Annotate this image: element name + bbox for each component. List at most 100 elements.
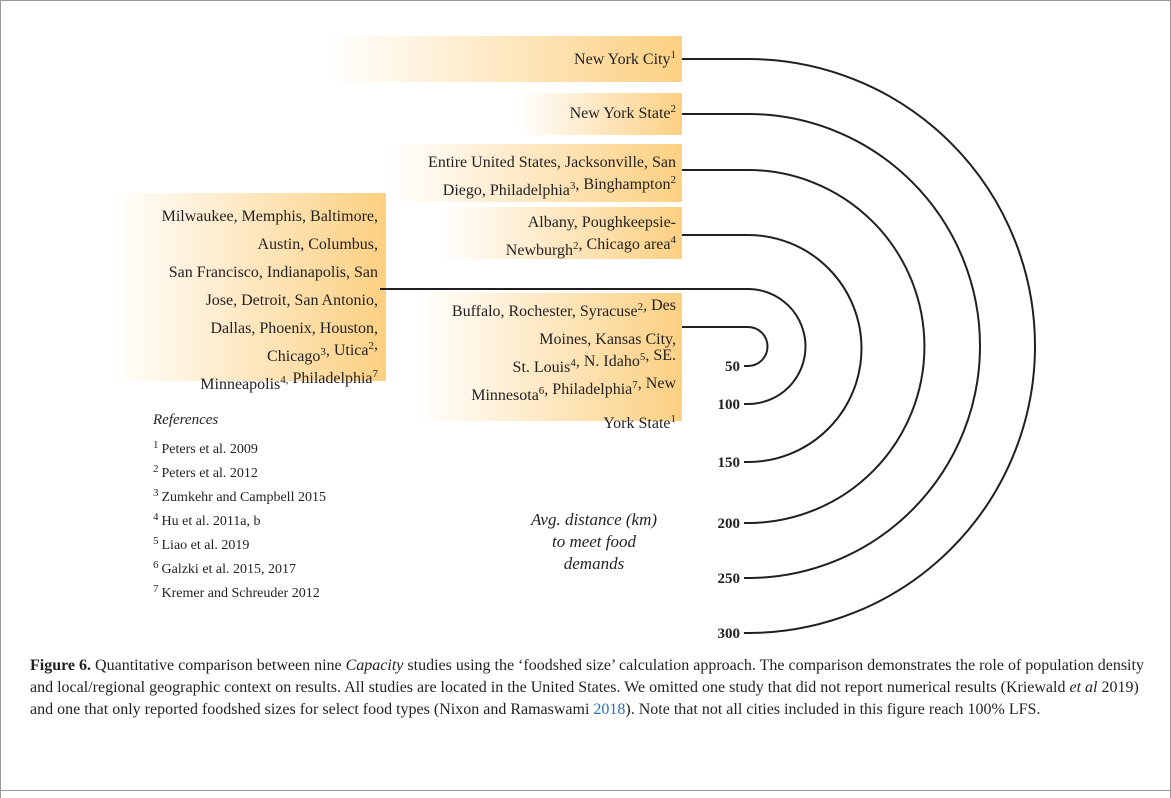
label-segment: , Philadelphia [544,381,632,398]
study-label-line: Newburgh2, Chicago area4 [506,234,677,259]
superscript-ref: 2 [638,301,644,313]
study-label-line: Moines, Kansas City, [539,331,676,348]
axis-note-line: demands [564,554,625,573]
caption-italic-etal: et al [1069,679,1098,696]
study-label-line: Buffalo, Rochester, Syracuse2, Des [452,297,676,320]
label-segment: Jose, Detroit, San Antonio, [206,292,378,309]
label-segment: Milwaukee, Memphis, Baltimore, [162,208,378,225]
superscript-ref: 2 [573,240,579,252]
reference-number: 5 [153,535,159,547]
superscript-ref: 3 [570,180,576,192]
figure-frame-top [0,0,1171,1]
study-label-line: York State1 [603,413,676,432]
study-box [418,293,682,421]
study-label-line: Jose, Detroit, San Antonio, [206,292,378,309]
label-segment: York State [603,415,670,432]
superscript-ref: 4, [280,374,289,386]
label-segment: Buffalo, Rochester, Syracuse [452,303,638,320]
superscript-ref: 3 [320,346,326,358]
references-title: References [153,412,219,428]
label-segment: Albany, Poughkeepsie- [528,214,676,231]
label-segment: Entire United States, Jacksonville, San [428,154,676,171]
study-label-line: Diego, Philadelphia3, Binghampton2 [443,174,676,199]
distance-curve [682,169,926,524]
distance-curve [682,113,981,579]
superscript-ref: 2 [671,103,677,115]
distance-label: 200 [718,516,741,532]
distance-label: 300 [718,626,741,642]
distance-label: 250 [718,571,741,587]
reference-number: 2 [153,463,159,475]
label-segment: , Utica [326,342,369,359]
label-segment: , Binghampton [575,176,670,193]
distance-label: 100 [718,397,741,413]
study-box [388,144,682,202]
superscript-ref: 6 [539,385,545,397]
reference-text: Hu et al. 2011a, b [161,514,261,529]
distance-curve [682,234,863,463]
label-segment: San Francisco, Indianapolis, San [169,264,378,281]
reference-text: Kremer and Schreuder 2012 [161,586,320,601]
reference-text: Galzki et al. 2015, 2017 [161,562,297,577]
study-box [438,207,682,259]
study-label-line: New York City1 [574,49,676,68]
label-segment: , New [638,375,677,392]
study-label-line: Milwaukee, Memphis, Baltimore, [162,208,378,225]
study-label-line: San Francisco, Indianapolis, San [169,264,378,281]
caption-italic-capacity: Capacity [345,657,404,674]
label-segment: , Des [643,297,676,314]
reference-number: 7 [153,583,159,595]
study-label-line: St. Louis4, N. Idaho5, SE. [513,347,676,376]
study-label-line: Minnesota6, Philadelphia7, New [471,375,676,404]
axis-note-line: to meet food [552,532,637,551]
study-label-line: Entire United States, Jacksonville, San [428,154,676,171]
distance-curve [380,288,807,405]
study-label-line: Dallas, Phoenix, Houston, [210,320,378,337]
superscript-ref: 4 [671,234,677,246]
study-box [330,36,682,82]
label-segment: St. Louis [513,359,571,376]
reference-number: 1 [153,439,159,451]
study-label-boxes [112,36,682,421]
reference-text: Peters et al. 2012 [161,466,258,481]
superscript-ref: 7 [373,368,379,380]
label-segment: Moines, Kansas City, [539,331,676,348]
caption-text: ). Note that not all cities included in … [625,701,1041,718]
reference-number: 3 [153,487,159,499]
superscript-ref: 1 [671,413,677,425]
reference-number: 4 [153,511,159,523]
superscript-ref: 2 [369,340,375,352]
label-segment: Minneapolis [200,376,280,393]
figure-frame-bottom [0,790,1171,791]
distance-curve [682,58,1036,634]
label-segment: Newburgh [506,242,573,259]
label-segment: New York State [570,105,671,122]
distance-curves [380,58,1036,634]
label-segment: Dallas, Phoenix, Houston, [210,320,378,337]
figure-frame-left [0,0,1,798]
label-segment: , N. Idaho [576,353,640,370]
label-segment: Austin, Columbus, [258,236,378,253]
caption-text: Quantitative comparison between nine [91,657,346,674]
caption-reference-link[interactable]: 2018 [593,701,626,718]
superscript-ref: 1 [671,49,677,61]
study-label-line: Austin, Columbus, [258,236,378,253]
superscript-ref: 7 [632,379,638,391]
distance-label: 50 [725,359,740,375]
label-segment: , SE. [645,347,676,364]
reference-text: Zumkehr and Campbell 2015 [161,490,326,505]
label-segment: Philadelphia [289,370,373,387]
axis-note-line: Avg. distance (km) [530,510,657,529]
label-segment: Diego, Philadelphia [443,182,570,199]
superscript-ref: 5 [640,351,646,363]
